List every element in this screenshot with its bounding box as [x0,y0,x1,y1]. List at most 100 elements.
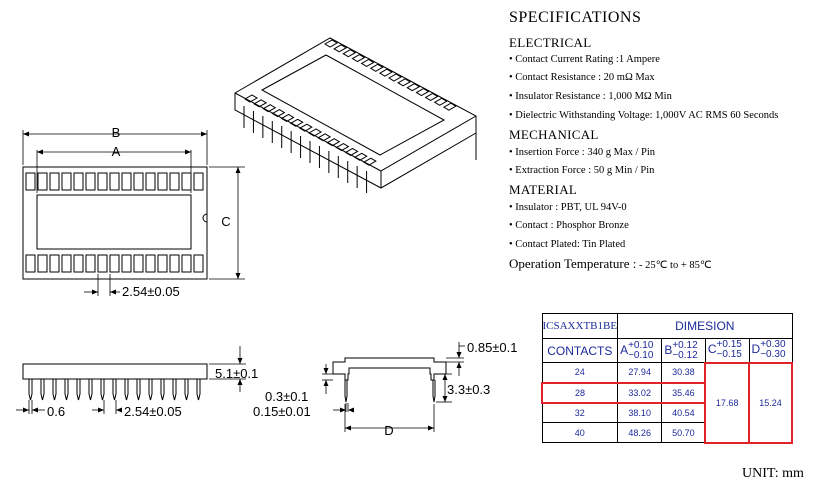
arrowhead [235,273,241,279]
arrowhead [345,425,351,431]
contact-hole [73,254,84,273]
iso-contact [397,78,412,87]
table-title-cell: DIMESION [617,313,793,339]
contact-hole [157,172,168,191]
pin [40,379,45,401]
contact-hole [37,172,48,191]
arrowhead [37,149,43,155]
col-c-header: C+0.15−0.15 [704,338,750,363]
col-a-header: A+0.10−0.10 [617,338,663,363]
dim-pitch-top: 2.54±0.05 [122,284,180,299]
side-view-drawing [22,363,208,401]
pin [148,379,153,401]
arrowhead [456,352,462,358]
pin [28,379,33,401]
contact-hole [97,172,108,191]
spec-item: • Contact Current Rating :1 Ampere [509,54,660,65]
contact-hole [169,254,180,273]
iso-contact [262,104,277,113]
arrowhead [323,368,329,374]
contact-hole [133,254,144,273]
dim-pin-length: 3.3±0.3 [447,382,490,397]
pin [344,380,348,403]
contact-hole [145,172,156,191]
center-window [36,194,192,250]
pin [172,379,177,401]
iso-contact [344,147,359,157]
spec-item: • Insertion Force : 340 g Max / Pin [509,147,655,158]
contact-hole [97,254,108,273]
iso-contact [280,113,295,123]
pin [64,379,69,401]
pin [88,379,93,401]
arrowhead [92,289,98,295]
iso-contact [442,102,457,111]
contact-hole [37,254,48,273]
end-view-drawing [332,357,447,403]
material-heading: MATERIAL [509,182,578,197]
operation-temperature-value: - 25℃ to + 85℃ [636,260,712,271]
contact-hole [193,172,204,191]
electrical-heading: ELECTRICAL [509,35,592,50]
spec-item: • Insulator : PBT, UL 94V-0 [509,202,627,213]
pin [112,379,117,401]
contact-hole [25,254,36,273]
spec-item: • Contact : Phosphor Bronze [509,220,629,231]
iso-contact [342,49,357,58]
table-row: 24 27.94 30.38 17.68 15.24 [541,361,793,444]
iso-contact [369,63,384,72]
contact-hole [157,254,168,273]
iso-contact [351,53,366,63]
contact-hole [121,254,132,273]
spec-item: • Insulator Resistance : 1,000 MΩ Min [509,91,672,102]
dim-pitch-side: 2.54±0.05 [124,404,182,419]
d-value-cell: 15.24 [748,361,793,444]
dim-body-thickness: 0.85±0.1 [467,340,518,355]
arrowhead [428,425,434,431]
table-model-cell: ICSAXXTB1BE [541,313,619,339]
iso-window [260,54,446,156]
line [380,115,477,172]
operation-temperature: Operation Temperature : - 25℃ to + 85℃ [509,256,712,272]
contact-hole [49,254,60,273]
col-b-header: B+0.12−0.12 [661,338,706,363]
end-body [332,357,447,381]
spec-item: • Dielectric Withstanding Voltage: 1,000… [509,110,779,121]
socket-body-side [22,363,208,380]
iso-contact [333,44,348,53]
contact-hole [25,172,36,191]
col-d-header: D+0.30−0.30 [748,338,793,363]
contact-hole [133,172,144,191]
arrowhead [201,131,207,137]
iso-contact [388,73,402,82]
iso-contact [415,87,430,97]
dim-a-label: A [112,144,121,159]
iso-contact [362,157,377,166]
pin [196,379,201,401]
pin [432,380,436,403]
operation-temperature-label: Operation Temperature : [509,256,637,271]
contact-hole [85,254,96,273]
contact-hole [109,254,120,273]
iso-contact [360,58,375,68]
pin [136,379,141,401]
iso-contact [244,94,258,103]
arrowhead [185,149,191,155]
iso-contact [289,118,304,127]
table-row-highlighted: 28 33.02 35.46 [541,381,792,404]
dim-pin-offset: 0.15±0.01 [253,404,311,419]
contact-hole [181,254,192,273]
contact-hole [61,254,72,273]
dim-b-label: B [112,125,121,140]
contact-hole [49,172,60,191]
dimension-lines [16,130,465,432]
dim-pin-thickness: 0.3±0.1 [265,389,308,404]
iso-contact [406,83,421,92]
arrowhead [442,396,448,402]
arrowhead [456,362,462,368]
spec-item: • Contact Plated: Tin Plated [509,239,626,250]
arrowhead [442,374,448,380]
contact-hole [121,172,132,191]
line [234,92,382,172]
